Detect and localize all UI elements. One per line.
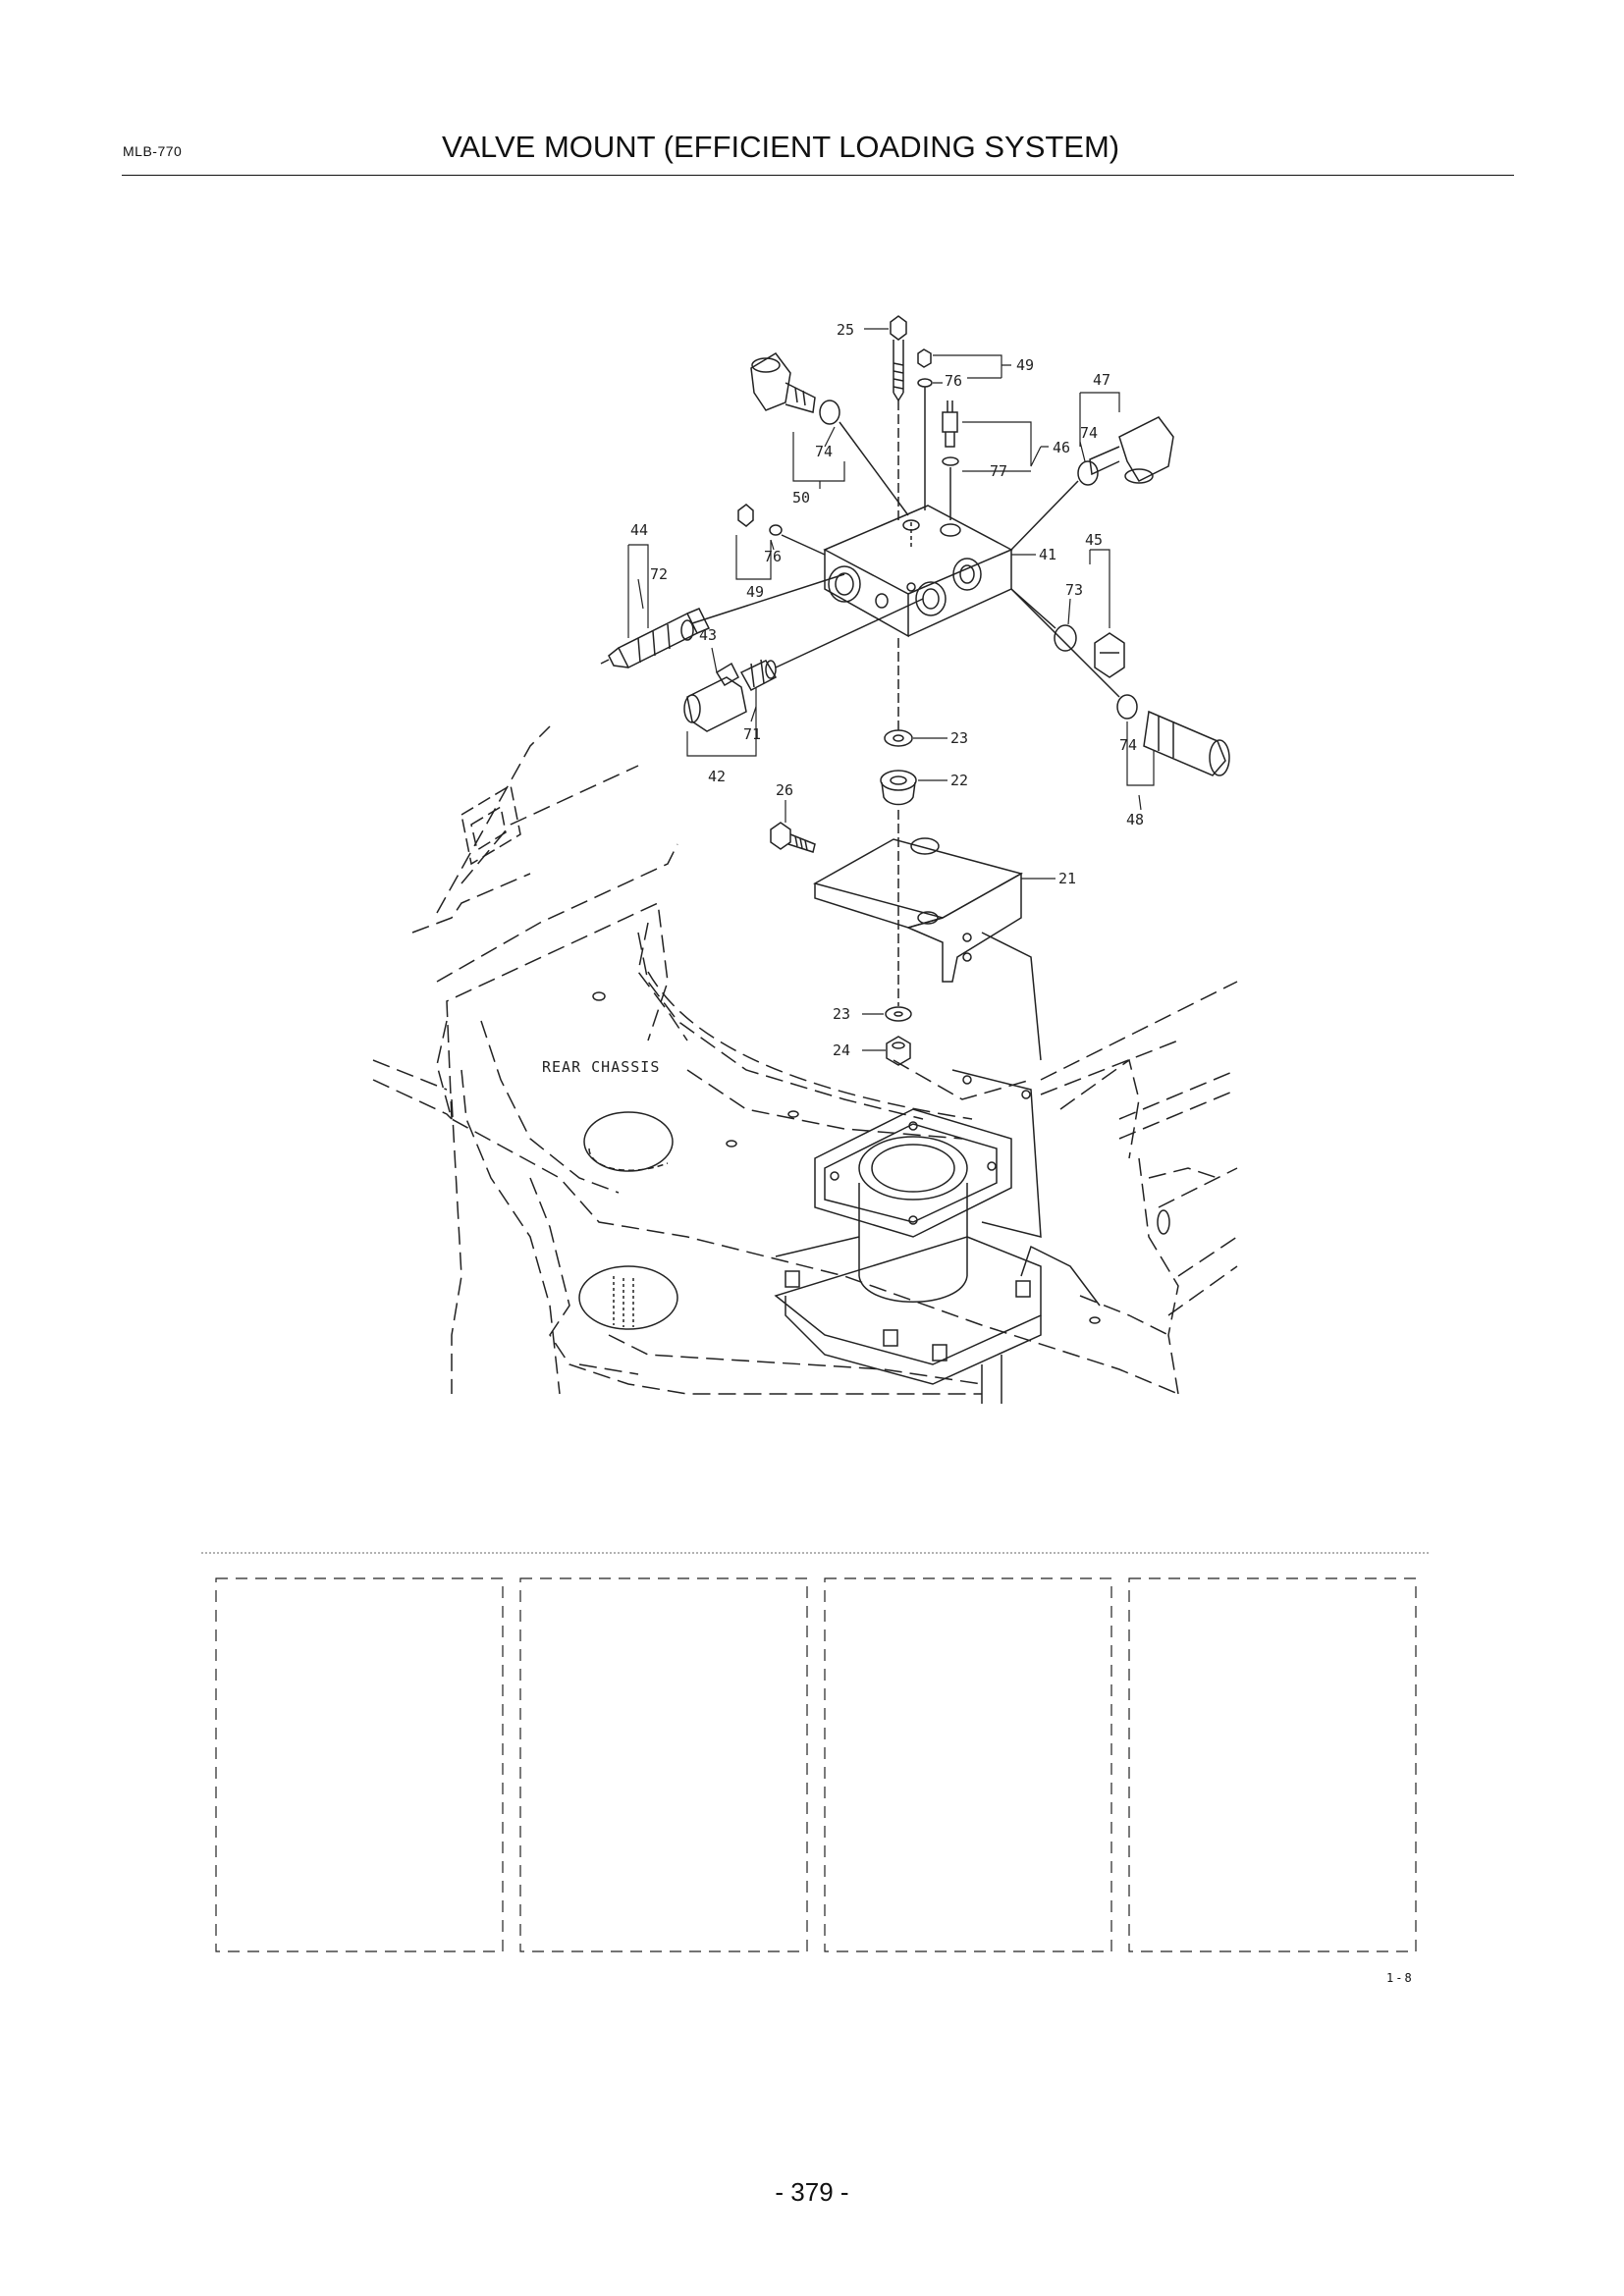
figure-code: 1-8 bbox=[1386, 1971, 1414, 1985]
callout-74-left: 74 bbox=[815, 443, 833, 460]
reference-table bbox=[201, 1552, 1429, 1952]
chassis-pad bbox=[460, 783, 521, 866]
callout-76-left: 76 bbox=[764, 548, 782, 565]
callout-22: 22 bbox=[950, 772, 968, 789]
callout-72: 72 bbox=[650, 565, 668, 583]
callout-45: 45 bbox=[1085, 531, 1103, 549]
callout-26: 26 bbox=[776, 781, 793, 799]
plug-49-left bbox=[737, 504, 826, 556]
solenoid-valve-42 bbox=[683, 598, 924, 732]
mounting-base bbox=[774, 1069, 1101, 1404]
callout-43: 43 bbox=[699, 626, 717, 644]
callout-46: 46 bbox=[1053, 439, 1070, 456]
callout-48: 48 bbox=[1126, 811, 1144, 828]
callout-71: 71 bbox=[743, 725, 761, 743]
page-number: - 379 - bbox=[775, 2177, 849, 2207]
plug-49-top bbox=[917, 348, 933, 510]
callout-44: 44 bbox=[630, 521, 648, 539]
callout-73: 73 bbox=[1065, 581, 1083, 599]
bracket-21 bbox=[813, 837, 1042, 1061]
callout-77: 77 bbox=[990, 462, 1007, 480]
elbow-fitting-47 bbox=[1010, 416, 1174, 551]
callout-50: 50 bbox=[792, 489, 810, 507]
solenoid-valve-44 bbox=[600, 573, 845, 669]
callout-74-right: 74 bbox=[1080, 424, 1098, 442]
callout-23-top: 23 bbox=[950, 729, 968, 747]
bolt-26 bbox=[770, 822, 816, 853]
callout-labels: 25 49 76 47 74 46 74 77 50 44 41 45 76 7… bbox=[542, 321, 1144, 1076]
callout-42: 42 bbox=[708, 768, 726, 785]
rear-chassis-frame bbox=[372, 725, 1238, 1395]
plug-45 bbox=[1010, 588, 1125, 678]
callout-74-lower: 74 bbox=[1119, 736, 1137, 754]
callout-41: 41 bbox=[1039, 546, 1056, 563]
callout-25: 25 bbox=[837, 321, 854, 339]
callout-23-lower: 23 bbox=[833, 1005, 850, 1023]
callout-21: 21 bbox=[1058, 870, 1076, 887]
callout-49-top: 49 bbox=[1016, 356, 1034, 374]
fitting-46 bbox=[942, 400, 959, 520]
elbow-fitting-50 bbox=[750, 352, 909, 516]
adapter-48 bbox=[1010, 588, 1230, 776]
rear-chassis-label: REAR CHASSIS bbox=[542, 1058, 660, 1076]
header-rule bbox=[122, 175, 1514, 176]
valve-block-41 bbox=[823, 505, 1013, 638]
callout-49-left: 49 bbox=[746, 583, 764, 601]
page-title: VALVE MOUNT (EFFICIENT LOADING SYSTEM) bbox=[442, 130, 1120, 164]
callout-24: 24 bbox=[833, 1041, 850, 1059]
callout-leaders bbox=[627, 328, 1155, 1051]
bolt-25 bbox=[890, 315, 907, 1006]
callout-47: 47 bbox=[1093, 371, 1110, 389]
model-code: MLB-770 bbox=[123, 143, 183, 159]
chassis-holes bbox=[578, 991, 1170, 1330]
callout-76-top: 76 bbox=[945, 372, 962, 390]
